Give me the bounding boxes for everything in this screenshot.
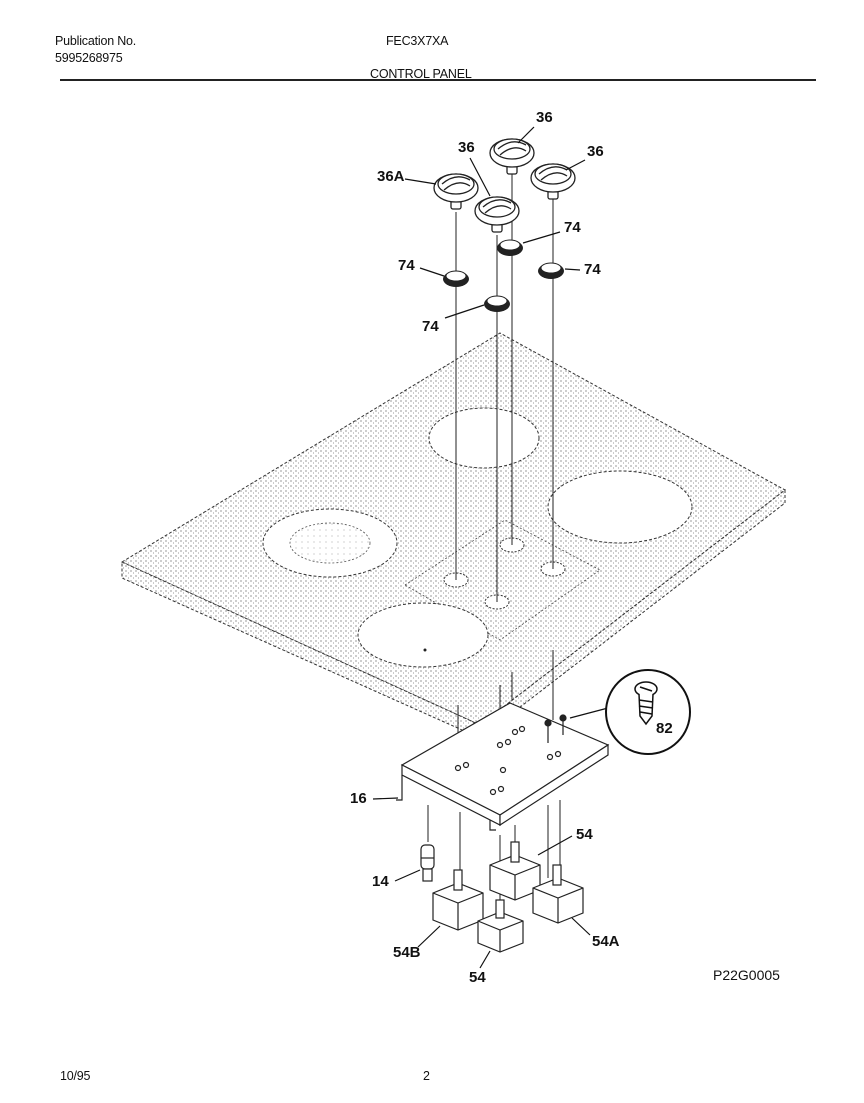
ring-74-b [484, 295, 510, 312]
screw-icon [634, 681, 658, 726]
callout-74-c: 74 [564, 219, 581, 236]
ring-74-d [538, 262, 564, 279]
callout-54a: 54A [592, 933, 620, 950]
callout-36-top: 36 [536, 109, 553, 126]
footer-page-number: 2 [423, 1069, 430, 1083]
figure-id: P22G0005 [713, 967, 780, 983]
callout-36a: 36A [377, 168, 405, 185]
switch-54-bottom [477, 899, 524, 953]
ring-74-c [497, 239, 523, 256]
section-title: CONTROL PANEL [370, 67, 472, 81]
burner-left-inner [289, 522, 371, 564]
indicator-light-14 [420, 844, 435, 882]
burner-right [547, 470, 693, 544]
knob-36-top [489, 138, 535, 175]
callout-74-d: 74 [584, 261, 601, 278]
publication-number: 5995268975 [55, 51, 123, 65]
footer-date: 10/95 [60, 1069, 91, 1083]
switch-54a [532, 864, 584, 924]
callout-54b: 54B [393, 944, 421, 961]
knob-36-right [530, 163, 576, 200]
callout-74-b: 74 [422, 318, 439, 335]
leader-lines-top [404, 126, 586, 319]
switch-54b [432, 869, 484, 931]
callout-54-top: 54 [576, 826, 593, 843]
model-number: FEC3X7XA [386, 34, 449, 48]
header-rule [60, 79, 816, 81]
bracket-16 [396, 702, 610, 831]
callout-74-a: 74 [398, 257, 415, 274]
screw-82-detail [569, 669, 691, 755]
callout-16: 16 [350, 790, 367, 807]
leader-lines-bottom [372, 797, 591, 969]
callout-82: 82 [656, 720, 673, 737]
ring-74-a [443, 270, 469, 287]
callout-36-left: 36 [458, 139, 475, 156]
knob-36a [433, 173, 479, 210]
burner-rear-center [428, 407, 540, 469]
publication-label: Publication No. [55, 34, 137, 48]
knob-36-left [474, 196, 520, 233]
cooktop-panel [120, 332, 786, 740]
callout-36-right: 36 [587, 143, 604, 160]
burner-front [357, 602, 489, 668]
bracket-screws [544, 714, 567, 743]
callout-14: 14 [372, 873, 389, 890]
callout-54-bottom: 54 [469, 969, 486, 986]
